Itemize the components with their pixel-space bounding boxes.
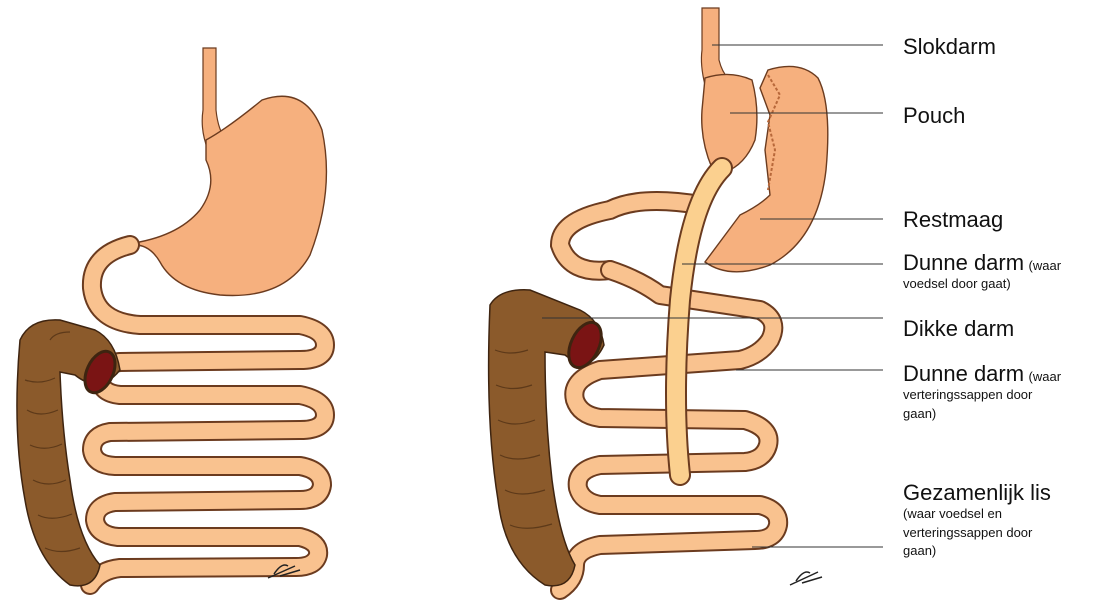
label-dunne-darm-2: Dunne darm (waar verteringssappen door g… bbox=[903, 361, 1061, 423]
label-dunne-darm-1-note: voedsel door gaat) bbox=[903, 276, 1011, 291]
stomach-pouch bbox=[702, 74, 757, 172]
label-gezamenlijk-lis: Gezamenlijk lis (waar voedsel en verteri… bbox=[903, 480, 1051, 561]
label-dunne-darm-1-inline: (waar bbox=[1029, 258, 1062, 273]
label-gezamenlijk-note-2: verteringssappen door bbox=[903, 525, 1032, 540]
normal-anatomy-illustration bbox=[17, 48, 326, 586]
label-dunne-darm-1: Dunne darm (waar voedsel door gaat) bbox=[903, 250, 1061, 294]
label-gezamenlijk-note-3: gaan) bbox=[903, 543, 936, 558]
label-dunne-darm-1-main: Dunne darm bbox=[903, 250, 1024, 275]
artist-signature-right bbox=[790, 572, 822, 585]
label-restmaag: Restmaag bbox=[903, 207, 1003, 232]
label-gezamenlijk-note-1: (waar voedsel en bbox=[903, 506, 1002, 521]
label-pouch: Pouch bbox=[903, 103, 965, 128]
bypass-anatomy-illustration bbox=[489, 8, 828, 590]
label-dikke-darm: Dikke darm bbox=[903, 316, 1014, 341]
normal-stomach bbox=[118, 96, 326, 295]
label-dunne-darm-2-main: Dunne darm bbox=[903, 361, 1024, 386]
bypass-esophagus bbox=[701, 8, 728, 85]
label-dunne-darm-2-note-1: verteringssappen door bbox=[903, 387, 1032, 402]
label-slokdarm: Slokdarm bbox=[903, 34, 996, 59]
label-dunne-darm-2-inline: (waar bbox=[1029, 369, 1062, 384]
label-dunne-darm-2-note-2: gaan) bbox=[903, 406, 936, 421]
label-gezamenlijk-main: Gezamenlijk lis bbox=[903, 480, 1051, 505]
